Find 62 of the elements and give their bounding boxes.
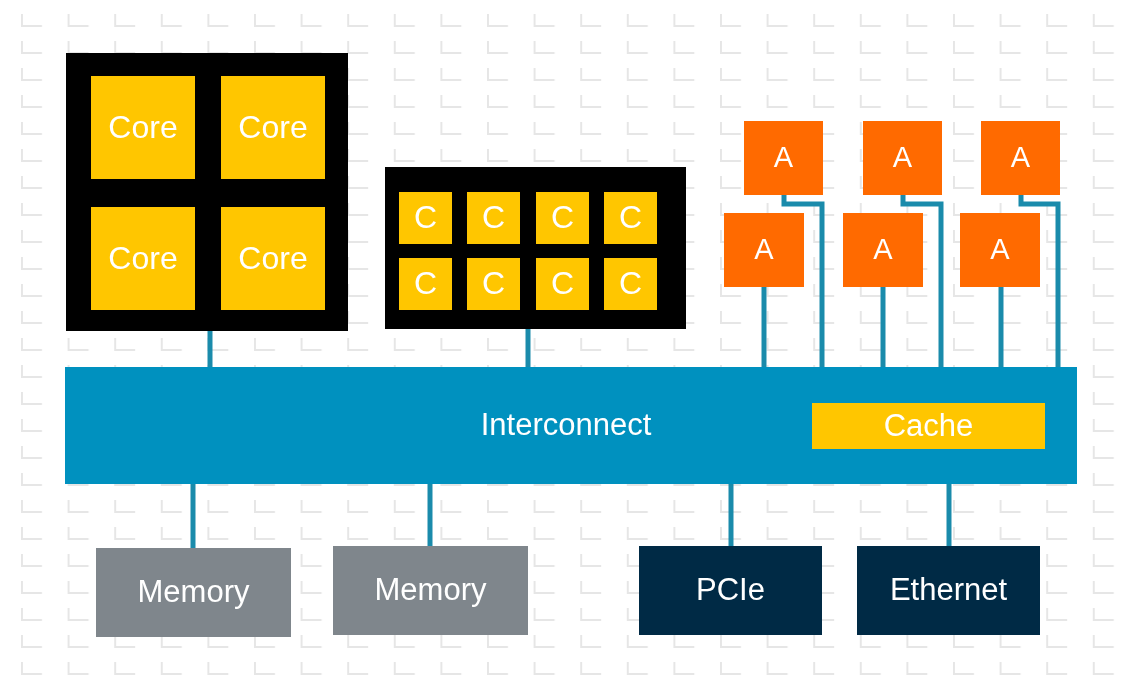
chip-box (66, 53, 348, 331)
node-label: Memory (137, 575, 250, 610)
node-label: A (892, 142, 913, 174)
connector-line (761, 287, 767, 367)
connector-line (190, 484, 196, 548)
core-box (604, 258, 657, 310)
core-box (399, 258, 452, 310)
node-label: PCIe (696, 573, 765, 608)
node-label: A (773, 142, 794, 174)
connector-line (781, 195, 825, 367)
node-label: A (754, 234, 774, 266)
accelerator-box (863, 121, 942, 195)
core-box (536, 192, 589, 244)
accelerator-box (843, 213, 923, 287)
node-label: C (618, 200, 643, 236)
node-label: C (481, 266, 506, 302)
core-box (536, 258, 589, 310)
node-label: C (413, 200, 438, 236)
core-box (91, 76, 195, 179)
node-label: Memory (374, 573, 487, 608)
accelerator-box (981, 121, 1060, 195)
core-box (221, 76, 325, 179)
core-box (399, 192, 452, 244)
node-label: Core (238, 240, 308, 277)
core-box (604, 192, 657, 244)
connector-line (207, 331, 213, 367)
connector-line (525, 329, 531, 367)
core-box (467, 192, 520, 244)
interconnect-bus (65, 367, 1077, 484)
node-label: A (873, 234, 893, 266)
node-label: A (1010, 142, 1031, 174)
chip-box (385, 167, 686, 329)
connector-line (427, 484, 433, 546)
accelerator-box (960, 213, 1040, 287)
node-label: C (550, 266, 575, 302)
memory-box (96, 548, 291, 637)
node-label: C (618, 266, 643, 302)
node-label: Core (108, 240, 178, 277)
memory-box (333, 546, 528, 635)
accelerator-box (724, 213, 804, 287)
connector-line (998, 287, 1004, 367)
node-label: Ethernet (889, 573, 1008, 608)
node-label: Interconnect (480, 408, 652, 443)
connector-line (900, 195, 944, 367)
accelerator-box (744, 121, 823, 195)
connector-line (1018, 195, 1061, 367)
connector-line (946, 484, 952, 546)
node-label: C (481, 200, 506, 236)
core-box (221, 207, 325, 310)
connector-line (880, 287, 886, 367)
node-label: C (550, 200, 575, 236)
node-label: Core (108, 109, 178, 146)
node-label: A (990, 234, 1010, 266)
node-label: Core (238, 109, 308, 146)
io-box (857, 546, 1040, 635)
core-box (91, 207, 195, 310)
core-box (467, 258, 520, 310)
connector-line (728, 484, 734, 546)
node-label: Cache (883, 408, 974, 444)
io-box (639, 546, 822, 635)
node-label: C (413, 266, 438, 302)
cache-box (812, 403, 1045, 449)
